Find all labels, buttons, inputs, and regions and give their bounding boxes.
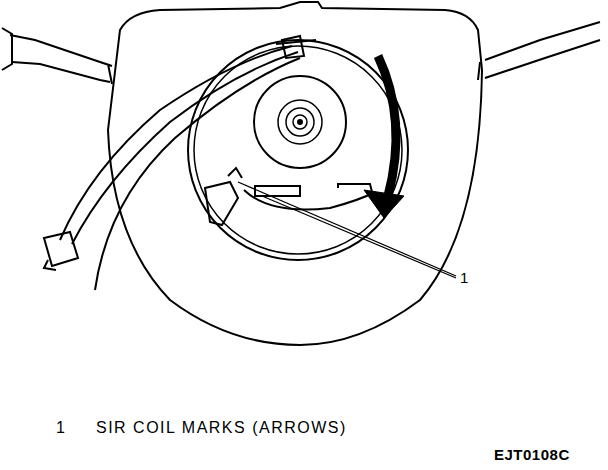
coil-top-tab (276, 36, 316, 58)
coil-bracket (205, 182, 238, 225)
coil-hub (254, 76, 346, 168)
left-lever (10, 35, 112, 84)
left-lever-tip (2, 28, 12, 70)
sir-coil-rim (194, 46, 402, 254)
hub-ring (286, 108, 314, 136)
hub-ring (278, 100, 322, 144)
coil-wire (72, 52, 298, 244)
coil-wire (95, 58, 300, 290)
legend-text: SIR COIL MARKS (ARROWS) (96, 420, 347, 436)
rotation-arrowhead (364, 190, 404, 218)
callout-number: 1 (460, 270, 468, 285)
leader-line (238, 182, 456, 278)
figure-code: EJT0108C (494, 447, 570, 462)
rotation-arrow (378, 56, 396, 196)
coil-wire (60, 46, 292, 240)
hub-centre (298, 120, 302, 124)
wire-connector (44, 232, 78, 270)
right-lever (478, 22, 600, 80)
callout-number: 1 (56, 420, 65, 436)
hub-ring (293, 115, 307, 129)
